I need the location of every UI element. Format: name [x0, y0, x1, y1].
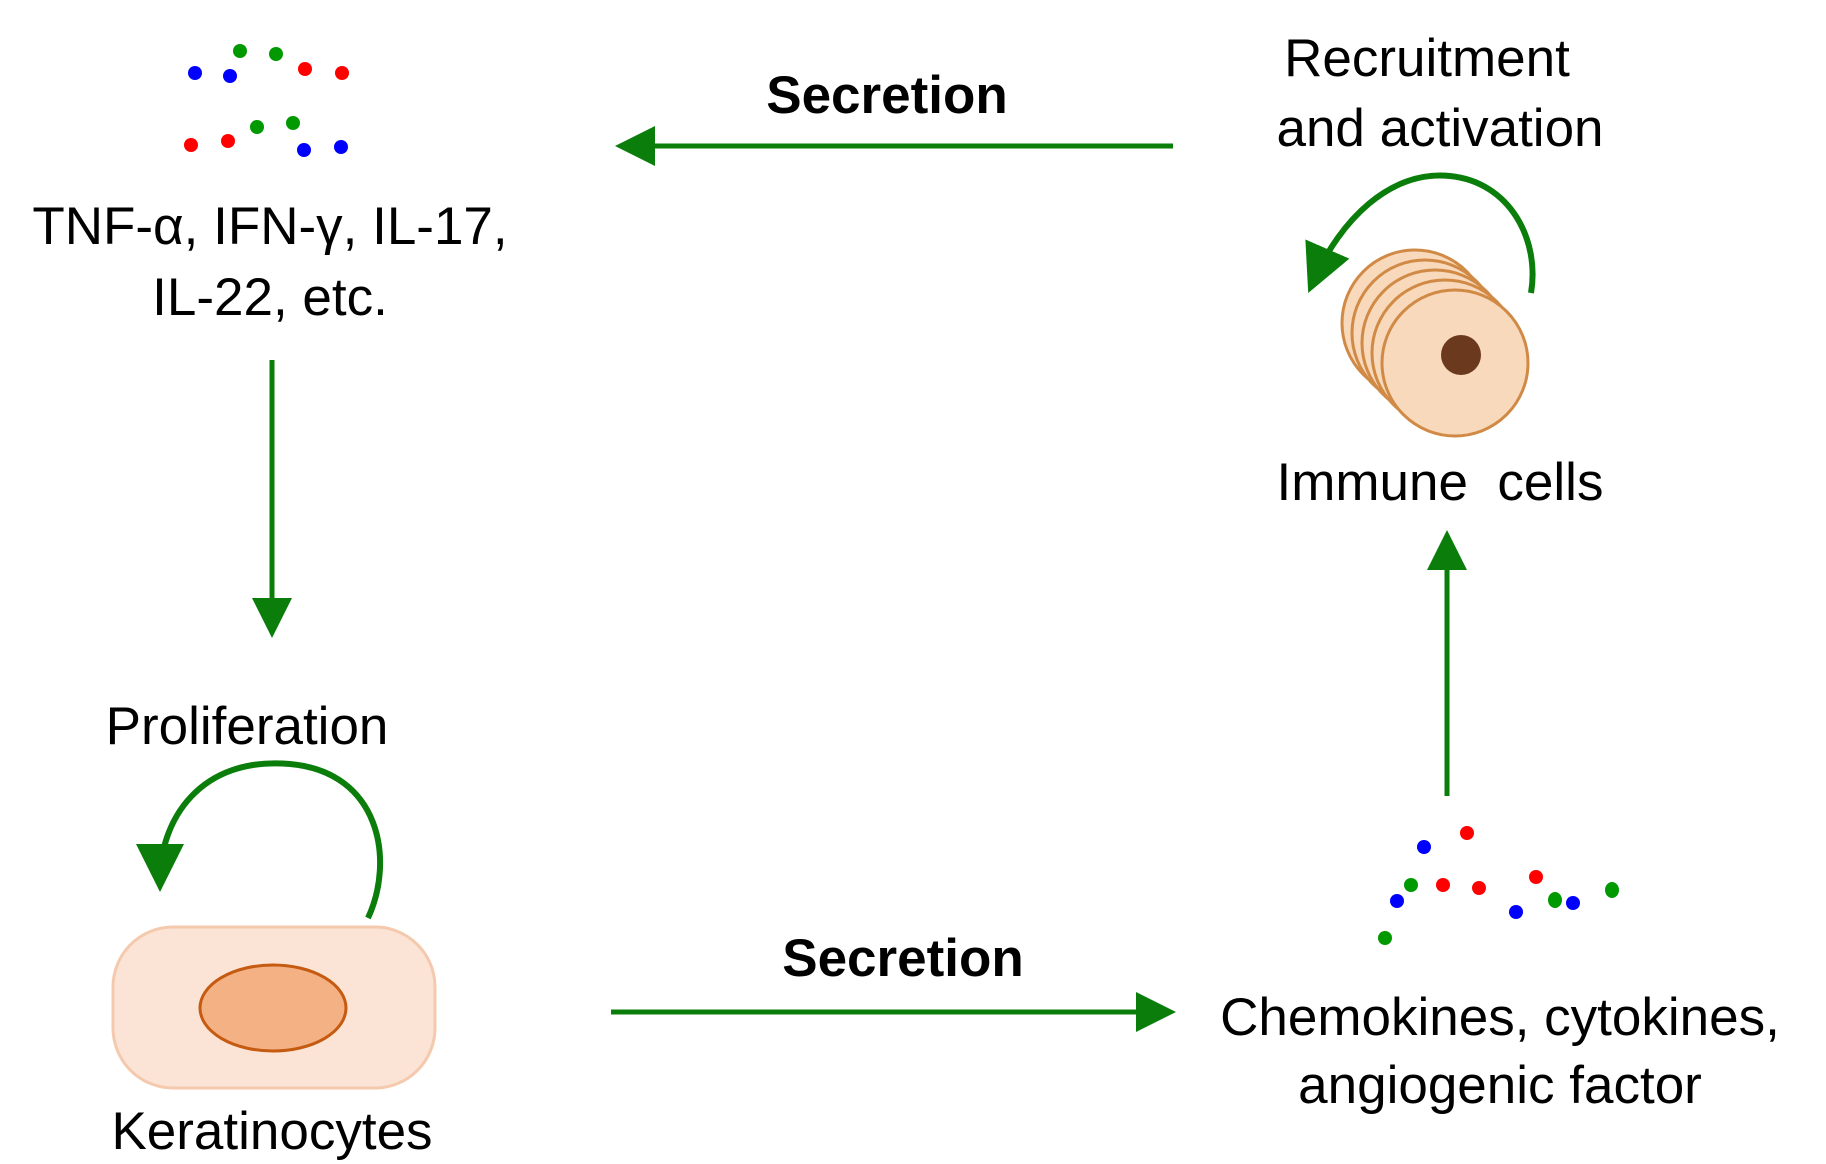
secretion-bottom-label: Secretion	[782, 929, 1024, 988]
cytokine-dot	[233, 44, 247, 58]
recruitment-curved-arrow	[1305, 172, 1536, 294]
proliferation-curved-arrow	[136, 760, 384, 920]
cytokine-dot	[298, 62, 312, 76]
immune-cells-illustration	[1340, 248, 1530, 438]
chemokines-label-line2: angiogenic factor	[1298, 1056, 1702, 1115]
keratinocytes-label: Keratinocytes	[111, 1102, 432, 1161]
keratinocyte-illustration	[111, 925, 437, 1090]
cytokines-top-label-line2: IL-22, etc.	[152, 268, 388, 327]
chemokine-dot	[1378, 931, 1392, 945]
proliferation-label: Proliferation	[106, 697, 389, 756]
chemokine-dot	[1566, 896, 1580, 910]
cytokine-dot	[269, 47, 283, 61]
cytokine-dot	[334, 140, 348, 154]
cytokine-dot	[188, 66, 202, 80]
cytokine-dot	[221, 134, 235, 148]
chemokine-dot	[1404, 878, 1418, 892]
immune-cell-nucleus	[1441, 335, 1481, 375]
cytokine-dots-top	[184, 44, 349, 157]
chemokine-dot	[1605, 882, 1619, 898]
cytokine-dot	[297, 143, 311, 157]
chemokine-dot	[1548, 892, 1562, 908]
chemokine-dot	[1509, 905, 1523, 919]
cytokine-dot	[223, 69, 237, 83]
immune-cells-label: Immune cells	[1277, 453, 1604, 512]
chemokine-dot	[1529, 870, 1543, 884]
cytokine-dot	[335, 66, 349, 80]
chemokine-dot	[1460, 826, 1474, 840]
chemokines-label-line1: Chemokines, cytokines,	[1220, 988, 1780, 1047]
keratinocyte-nucleus	[198, 963, 348, 1053]
chemokine-dot	[1390, 894, 1404, 908]
cytokine-dot	[286, 116, 300, 130]
secretion-top-label: Secretion	[766, 66, 1008, 125]
cytokine-dot	[184, 138, 198, 152]
chemokine-dots-bottom	[1378, 826, 1619, 945]
cytokines-top-label-line1: TNF-α, IFN-γ, IL-17,	[32, 197, 507, 256]
chemokine-dot	[1417, 840, 1431, 854]
chemokine-dot	[1472, 881, 1486, 895]
recruitment-label-line2: and activation	[1276, 99, 1603, 158]
recruitment-label-line1: Recruitment	[1284, 29, 1570, 88]
chemokine-dot	[1436, 878, 1450, 892]
cytokine-dot	[250, 120, 264, 134]
